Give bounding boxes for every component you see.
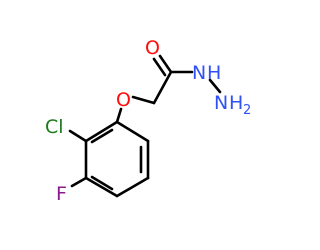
atom-labels: O O N H N H 2 Cl F [45,37,250,205]
carbonyl-bond [152,57,167,77]
atom-n-nh: N [192,62,206,84]
atom-n-nh2: N [214,92,228,114]
carbonyl-bond [158,54,173,74]
atom-nh2-subscript: 2 [243,103,250,118]
atom-h-nh2: H [229,92,243,114]
ch2-c-bond [152,70,173,105]
atom-h-nh: H [207,62,221,84]
aryl-o-bond [115,107,123,124]
c-cl-bond [68,129,88,143]
ring-bond [84,120,119,143]
o-ch2-bond [131,95,156,105]
c-f-bond [70,176,88,188]
ring-bond [115,176,150,198]
ring-bond [115,120,150,143]
atom-o-carbonyl: O [145,37,160,59]
ring-double-bond [90,175,114,191]
ring-double-bond [90,128,114,144]
atom-cl: Cl [45,116,64,138]
atom-f: F [56,183,67,205]
atom-o-ether: O [116,89,131,111]
molecule-structure: O O N H N H 2 Cl F [45,37,250,205]
n-n-bond [208,78,222,94]
ring-bond [84,176,119,198]
bonds [68,54,222,198]
